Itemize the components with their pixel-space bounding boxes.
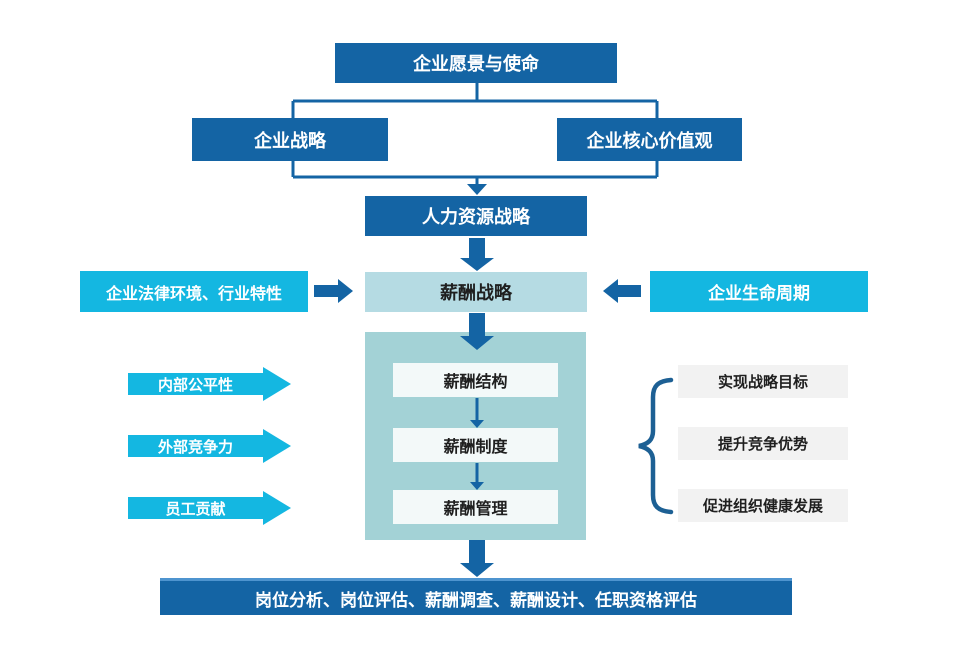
arrowhead-into-hr-strategy — [467, 184, 487, 195]
life-cycle-box: 企业生命周期 — [650, 271, 868, 312]
external-competitiveness-arrow: 外部竞争力 — [128, 429, 291, 463]
outcomes-bracket — [638, 377, 674, 515]
compensation-management-box: 薪酬管理 — [393, 490, 558, 524]
outcome-healthy-development-box: 促进组织健康发展 — [678, 489, 848, 522]
arrow-down-hr-to-compensation — [460, 238, 494, 271]
employee-contribution-arrow: 员工贡献 — [128, 491, 291, 525]
foundation-tools-box: 岗位分析、岗位评估、薪酬调查、薪酬设计、任职资格评估 — [160, 578, 792, 615]
compensation-system-box: 薪酬制度 — [393, 428, 558, 462]
corporate-strategy-box: 企业战略 — [192, 118, 388, 161]
outcome-competitive-advantage-box: 提升竞争优势 — [678, 427, 848, 460]
arrow-down-system-to-foundation — [460, 540, 494, 577]
outcome-strategic-goals-box: 实现战略目标 — [678, 365, 848, 398]
arrow-left-life-cycle — [603, 279, 641, 303]
core-values-box: 企业核心价值观 — [557, 118, 742, 161]
compensation-structure-box: 薪酬结构 — [393, 363, 558, 397]
arrow-right-legal-env — [314, 279, 353, 303]
legal-environment-box: 企业法律环境、行业特性 — [80, 271, 308, 312]
internal-fairness-arrow: 内部公平性 — [128, 367, 291, 401]
compensation-strategy-box: 薪酬战略 — [365, 272, 587, 312]
vision-mission-box: 企业愿景与使命 — [335, 43, 617, 83]
hr-strategy-box: 人力资源战略 — [365, 196, 587, 236]
